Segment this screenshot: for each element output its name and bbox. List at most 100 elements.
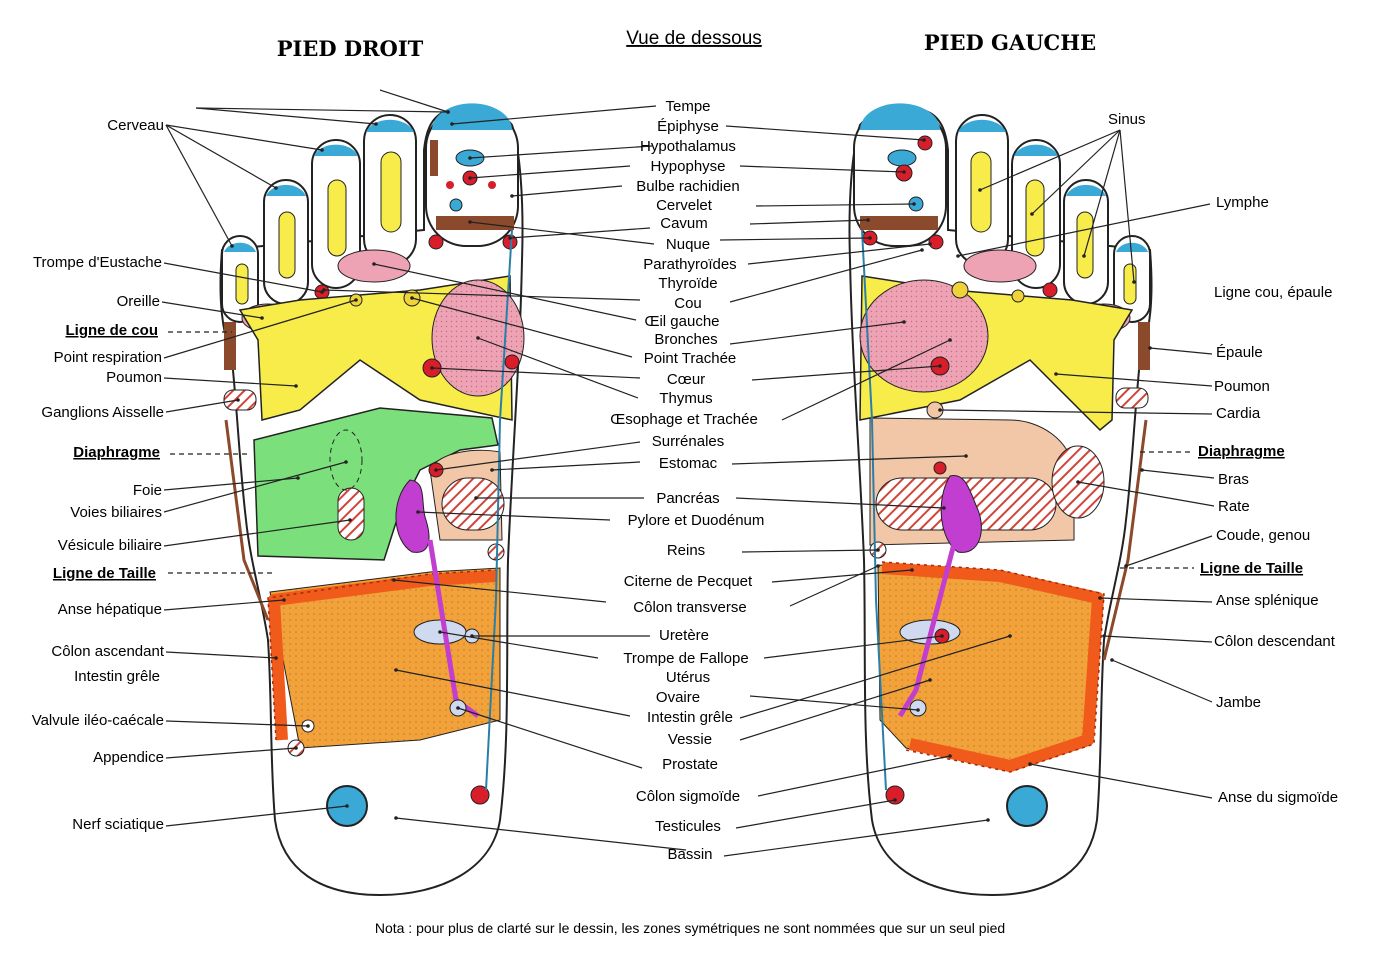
label-point-trachee: Point Trachée: [644, 350, 737, 367]
leader-dot: [956, 254, 960, 258]
leader-line: [163, 377, 297, 387]
leader-dot: [1140, 468, 1144, 472]
right-toe-tip-4: [366, 119, 414, 132]
leader-dot: [374, 122, 378, 126]
leader-line: [165, 805, 348, 827]
leader-line: [735, 799, 896, 829]
leader-line: [1031, 129, 1121, 215]
leader-dot: [392, 578, 396, 582]
label-intestin-grele-c: Intestin grêle: [647, 709, 733, 726]
label-colon-sigmoide: Côlon sigmoïde: [636, 788, 740, 805]
right-bigtoe-dot-b: [488, 181, 496, 189]
left-label-column: Cerveau Trompe d'Eustache Oreille Ligne …: [32, 117, 165, 833]
left-ureter: [897, 539, 958, 718]
leader-dot: [938, 364, 942, 368]
leader-dot: [434, 468, 438, 472]
leader-line: [763, 635, 943, 659]
leader-line: [725, 125, 925, 141]
leader-dot: [1082, 254, 1086, 258]
title-view: Vue de dessous: [626, 28, 762, 49]
leader-line: [163, 299, 357, 359]
leader-dot: [354, 298, 358, 302]
leader-dot: [1076, 480, 1080, 484]
leader-line: [477, 337, 639, 399]
leader-line: [739, 635, 1011, 719]
label-vesicule-biliaire: Vésicule biliaire: [58, 537, 162, 554]
leader-dot: [964, 454, 968, 458]
leader-line: [161, 301, 263, 319]
leader-dot: [348, 518, 352, 522]
label-anse-splenique: Anse splénique: [1216, 592, 1319, 609]
leader-dot: [236, 398, 240, 402]
right-toe-tip-3: [314, 144, 358, 156]
label-testicules: Testicules: [655, 818, 721, 835]
left-hypophyse: [887, 149, 917, 167]
right-colon: [268, 570, 497, 741]
left-heart-zone: [859, 279, 989, 393]
leader-line: [469, 145, 653, 159]
leader-line: [957, 203, 1211, 257]
leader-line: [729, 249, 923, 303]
leader-line: [451, 105, 657, 125]
footnote: Nota : pour plus de clarté sur le dessin…: [375, 920, 1005, 936]
leader-line: [435, 441, 641, 471]
label-cervelet: Cervelet: [656, 197, 713, 214]
label-bulbe-rachidien: Bulbe rachidien: [636, 178, 739, 195]
leader-line: [431, 367, 641, 379]
leader-line: [195, 107, 377, 125]
leader-dot: [938, 408, 942, 412]
left-toe-tip-3: [1014, 144, 1058, 156]
leader-dot: [372, 262, 376, 266]
label-ligne-de-cou: Ligne de cou: [65, 322, 158, 339]
right-spine-line: [485, 229, 513, 791]
label-cerveau: Cerveau: [107, 117, 164, 134]
leader-line: [165, 399, 239, 413]
leader-dot: [948, 754, 952, 758]
leader-line: [469, 221, 655, 245]
leader-dot: [260, 316, 264, 320]
leader-dot: [450, 122, 454, 126]
right-bigtoe-side: [430, 140, 438, 176]
label-trompe-fallope: Trompe de Fallope: [623, 650, 748, 667]
right-toe-sinus-2: [278, 211, 296, 279]
label-epiphyse: Épiphyse: [657, 118, 719, 135]
left-heel-red: [885, 785, 905, 805]
leader-line: [1149, 347, 1213, 355]
leader-dot: [922, 138, 926, 142]
left-toe-tip-2: [1066, 184, 1106, 196]
leader-dot: [1110, 658, 1114, 662]
right-thymus-point: [504, 354, 520, 370]
leader-line: [749, 219, 869, 225]
label-anse-sigmoide: Anse du sigmoïde: [1218, 789, 1338, 806]
label-ganglions-aisselle: Ganglions Aisselle: [41, 404, 164, 421]
leader-dot: [394, 668, 398, 672]
left-trachea-point: [951, 281, 969, 299]
leader-dot: [468, 220, 472, 224]
right-parathyroid-point: [428, 234, 444, 250]
leader-line: [417, 511, 611, 521]
right-shoulder-band: [224, 322, 236, 370]
leader-dot: [230, 244, 234, 248]
label-colon-descendant: Côlon descendant: [1214, 633, 1336, 650]
leader-dot: [508, 236, 512, 240]
label-rate: Rate: [1218, 498, 1250, 515]
leader-dot: [928, 678, 932, 682]
label-bronches: Bronches: [654, 331, 717, 348]
left-toe-tip-1: [1116, 242, 1148, 252]
leader-dot: [294, 384, 298, 388]
label-pancreas: Pancréas: [656, 490, 719, 507]
right-bigtoe-dot-c: [449, 198, 463, 212]
left-shoulder-band: [1138, 322, 1150, 370]
leader-dot: [893, 798, 897, 802]
leader-dot: [876, 548, 880, 552]
leader-line: [723, 819, 989, 857]
leader-line: [1099, 597, 1213, 603]
label-ligne-de-taille-r: Ligne de Taille: [53, 565, 156, 582]
leader-line: [163, 477, 299, 491]
leader-line: [731, 455, 967, 465]
leader-line: [395, 817, 687, 851]
left-toe-sinus-2: [1076, 211, 1094, 279]
right-heel-red: [470, 785, 490, 805]
label-intestin-grele-r: Intestin grêle: [74, 668, 160, 685]
leader-dot: [1132, 280, 1136, 284]
